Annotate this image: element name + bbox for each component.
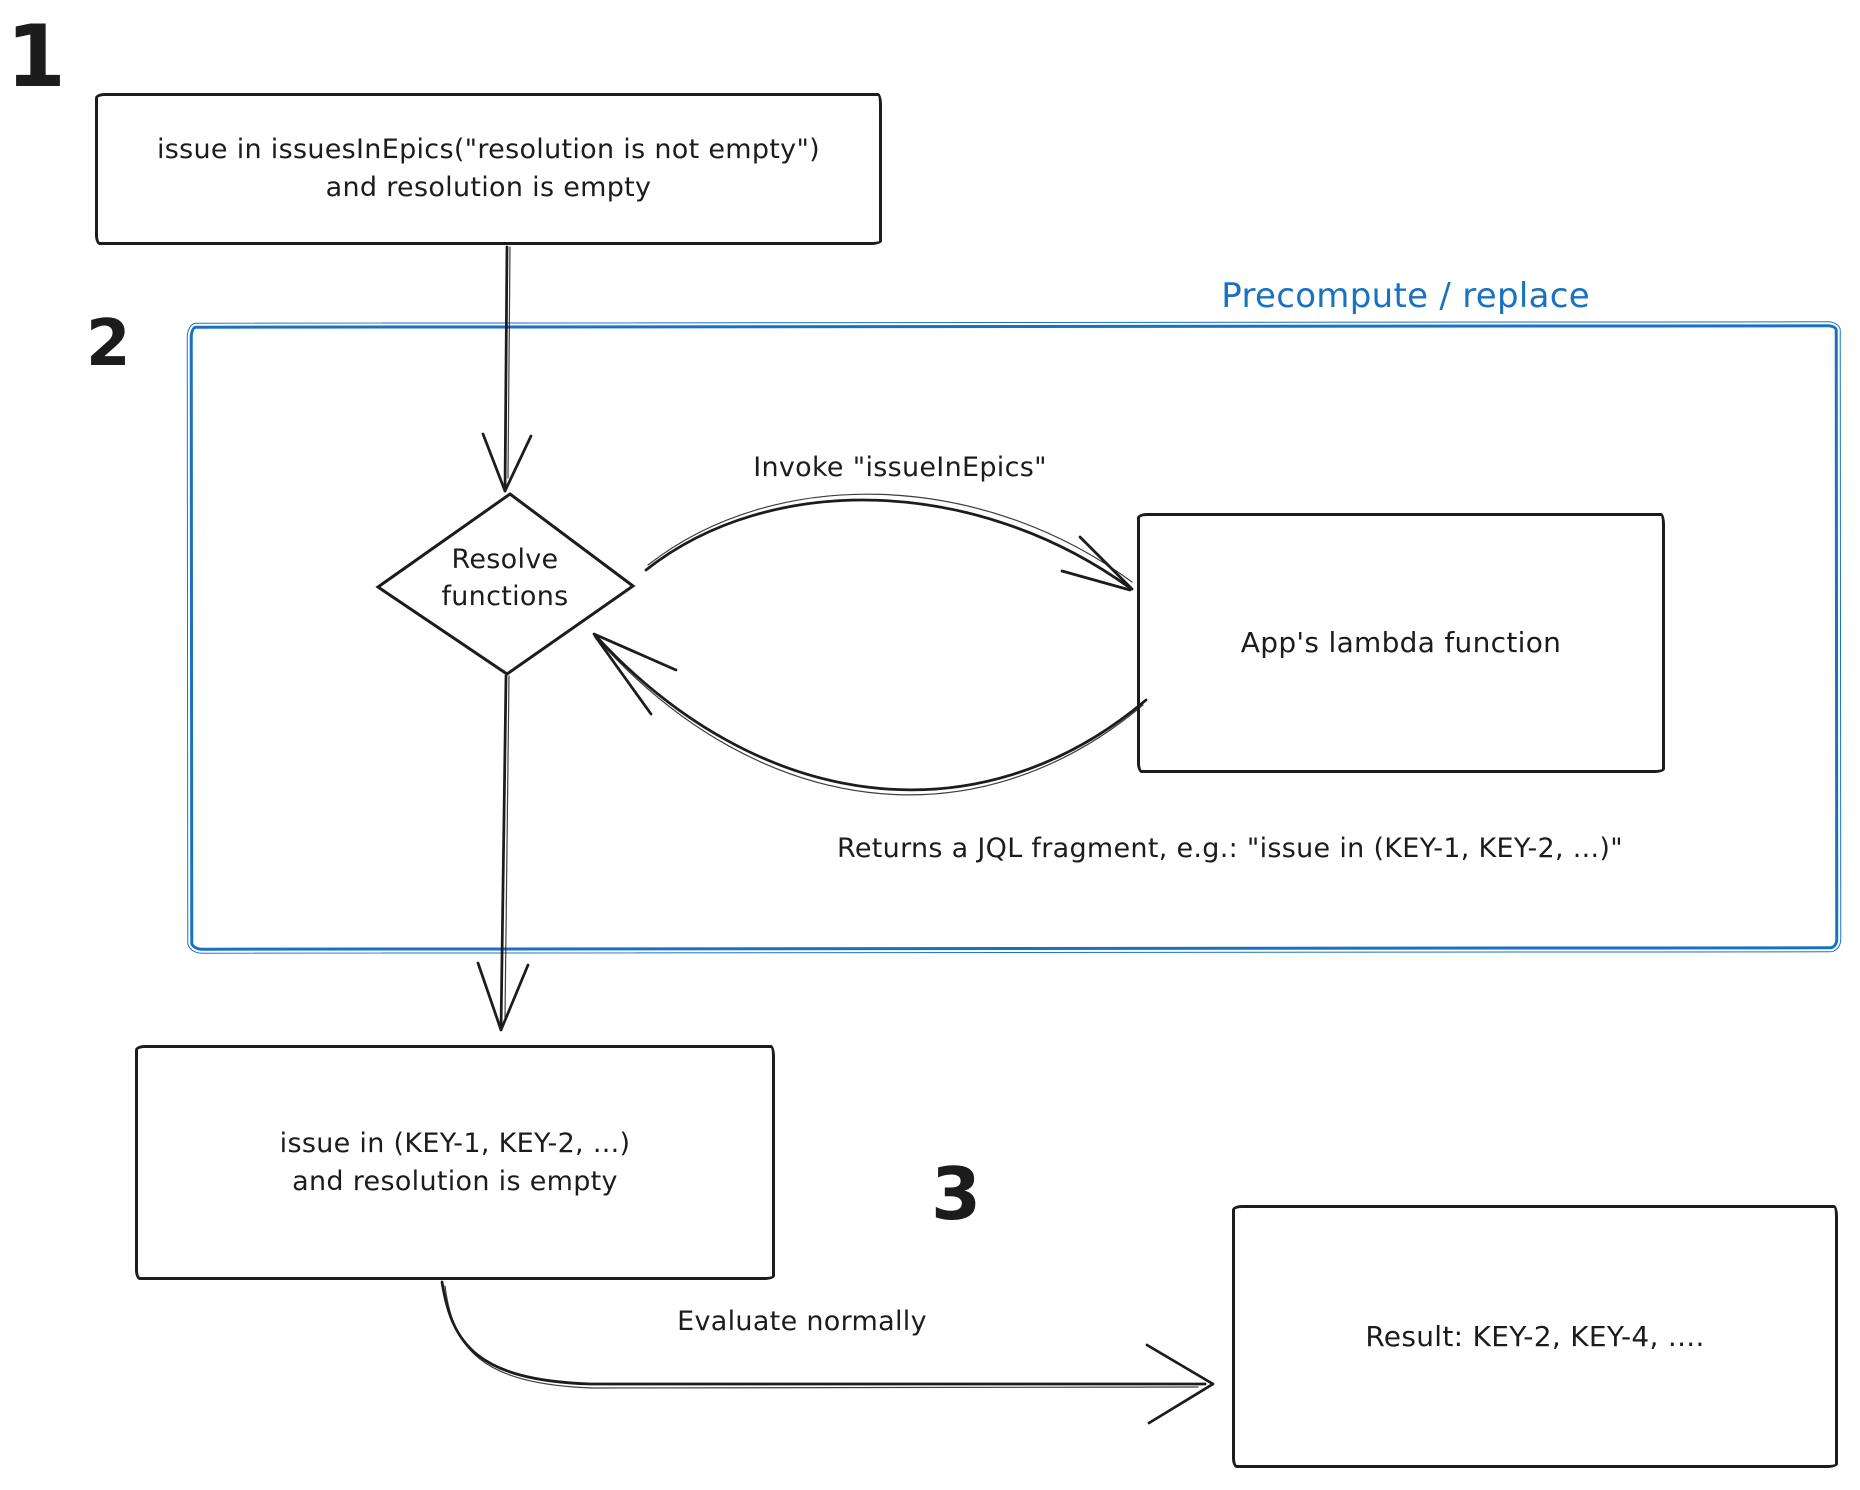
result-label: Result: KEY-2, KEY-4, .... — [1365, 1319, 1705, 1353]
node-result: Result: KEY-2, KEY-4, .... — [1232, 1205, 1838, 1468]
rewritten-query-line2: and resolution is empty — [292, 1165, 618, 1197]
resolve-functions-label: Resolve functions — [375, 541, 635, 615]
node-original-query: issue in issuesInEpics("resolution is no… — [95, 93, 882, 245]
evaluate-arrow — [440, 1280, 1215, 1425]
node-app-lambda: App's lambda function — [1137, 513, 1665, 773]
resolve-functions-line2: functions — [441, 581, 569, 612]
node-rewritten-query: issue in (KEY-1, KEY-2, ...) and resolut… — [135, 1045, 775, 1280]
precompute-group-label: Precompute / replace — [1221, 276, 1590, 316]
original-query-line2: and resolution is empty — [325, 172, 652, 203]
step-2-marker: 2 — [86, 307, 131, 381]
evaluate-edge-label: Evaluate normally — [677, 1306, 927, 1337]
step-1-marker: 1 — [6, 7, 67, 107]
step-3-marker: 3 — [931, 1152, 982, 1236]
returns-edge-label: Returns a JQL fragment, e.g.: "issue in … — [837, 833, 1623, 864]
resolve-functions-line1: Resolve — [451, 544, 559, 575]
app-lambda-label: App's lambda function — [1240, 626, 1562, 659]
rewritten-query-line1: issue in (KEY-1, KEY-2, ...) — [279, 1127, 631, 1159]
invoke-edge-label: Invoke "issueInEpics" — [753, 452, 1047, 483]
original-query-line1: issue in issuesInEpics("resolution is no… — [156, 134, 821, 165]
